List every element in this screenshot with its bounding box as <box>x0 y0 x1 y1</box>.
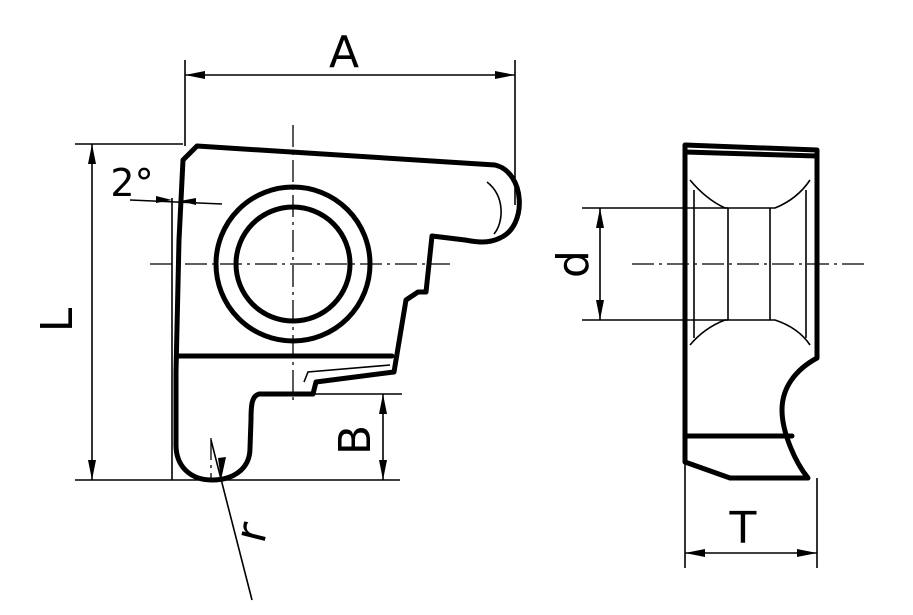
hole-countersink-top <box>689 179 811 209</box>
dimension-A: A <box>184 27 516 205</box>
B-arrow-bottom <box>379 460 387 480</box>
dimension-d: d <box>548 207 728 321</box>
side-view <box>632 142 865 481</box>
r-arrow <box>218 457 226 480</box>
angle-arrow-right <box>180 198 196 205</box>
side-outline <box>682 142 820 481</box>
clearance-edge-line <box>486 181 502 235</box>
chipbreaker-step-line <box>303 364 391 383</box>
dimension-B: B <box>300 393 402 480</box>
d-arrow-top <box>596 208 604 228</box>
T-arrow-left <box>685 549 705 557</box>
angle-label: 2° <box>110 161 153 205</box>
side-top-edge <box>682 149 820 159</box>
dimension-angle: 2° <box>110 161 223 480</box>
L-arrow-bottom <box>88 460 96 480</box>
L-arrow-top <box>88 144 96 164</box>
T-arrow-right <box>797 549 817 557</box>
B-arrow-top <box>379 394 387 414</box>
dimension-L-label: L <box>32 307 83 332</box>
dimension-T: T <box>684 462 818 568</box>
r-leader-line <box>210 439 253 601</box>
hole-countersink-bottom <box>689 319 811 346</box>
A-arrow-right <box>495 71 515 79</box>
dimension-T-label: T <box>729 503 757 554</box>
dimension-A-label: A <box>329 27 359 78</box>
dimension-B-label: B <box>330 425 381 455</box>
dimension-L: L <box>32 143 400 481</box>
A-arrow-left <box>185 71 205 79</box>
radius-r-label: r <box>225 517 279 548</box>
angle-arrow-left <box>156 196 172 203</box>
d-arrow-bottom <box>596 300 604 320</box>
dimension-d-label: d <box>548 250 599 278</box>
angle-leader-line <box>129 199 223 205</box>
